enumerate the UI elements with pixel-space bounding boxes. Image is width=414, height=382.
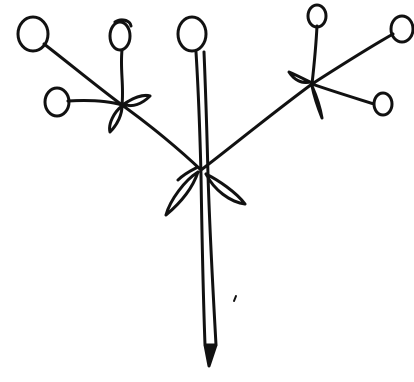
left-ray (122, 105, 201, 170)
right-ray-up (312, 26, 317, 84)
main-bracts (166, 168, 245, 215)
right-flower-top-right (391, 16, 413, 42)
right-umbellet (289, 5, 413, 118)
main-stem (196, 52, 216, 366)
stray-mark (234, 296, 236, 301)
left-ray-left (68, 100, 122, 105)
right-flower-right (374, 93, 392, 115)
stem-cut-end (205, 345, 216, 366)
central-flower (178, 17, 206, 51)
right-ray (201, 84, 312, 170)
left-flower-up (110, 22, 130, 50)
right-bracts (289, 72, 322, 118)
left-ray-top-left (44, 44, 122, 105)
left-flower-top-left (18, 17, 48, 51)
left-ray-up (121, 50, 122, 105)
left-umbellet (18, 17, 150, 132)
right-flower-up (308, 5, 326, 27)
right-ray-top-right (312, 34, 393, 84)
right-ray-right (312, 84, 374, 104)
left-flower-left (45, 88, 69, 116)
